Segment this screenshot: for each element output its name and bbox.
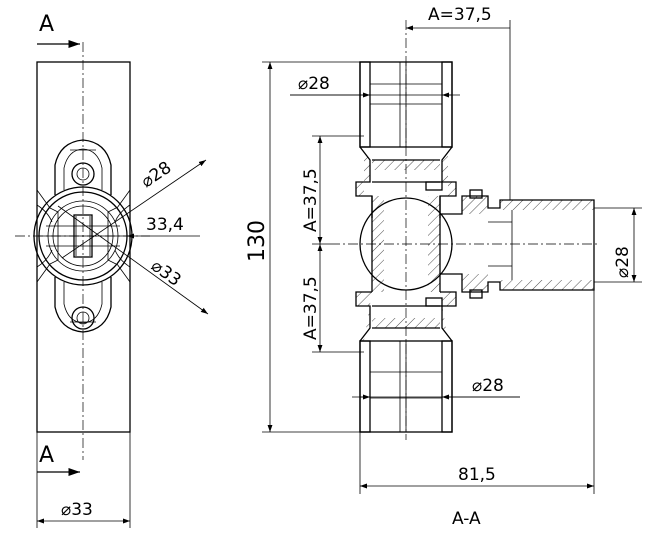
dim-text-width-81-5: 81,5 (458, 465, 496, 485)
dim-text-width-33-4: 33,4 (146, 215, 184, 235)
top-pipe (359, 61, 453, 148)
bottom-coupling (355, 291, 457, 342)
dim-text-diameter-28: ⌀28 (138, 158, 176, 192)
dim-text-bottom-diameter-33: ⌀33 (61, 500, 93, 520)
center-valve-body (359, 196, 453, 292)
dim-line-diameter-28 (61, 159, 207, 259)
dim-text-bottom-diameter: ⌀28 (472, 376, 504, 396)
section-title: A-A (452, 509, 481, 529)
section-label-top: A (39, 12, 54, 37)
right-view-section: A=37,5 ⌀28 130 A=37,5 A=37,5 ⌀28 (245, 5, 642, 529)
side-branch (440, 189, 595, 299)
left-view: ⌀28 ⌀33 33,4 A A ⌀33 (15, 12, 209, 528)
dim-text-diameter-33: ⌀33 (147, 256, 185, 291)
dim-text-lower-half: A=37,5 (301, 276, 321, 340)
lower-lug (54, 277, 112, 333)
left-tube-outline (36, 61, 131, 433)
dim-line-diameter-33 (57, 205, 209, 315)
dim-text-top-offset: A=37,5 (428, 5, 492, 25)
dim-text-height-130: 130 (245, 220, 270, 262)
section-marker-bottom: A (37, 443, 80, 477)
section-marker-top: A (37, 12, 80, 49)
section-label-bottom: A (39, 443, 54, 468)
bottom-pipe (359, 340, 453, 433)
dim-text-upper-half: A=37,5 (301, 168, 321, 232)
upper-lug (54, 139, 112, 195)
dim-text-top-diameter: ⌀28 (298, 74, 330, 94)
top-coupling (355, 146, 457, 218)
dim-text-branch-diameter: ⌀28 (613, 246, 633, 278)
